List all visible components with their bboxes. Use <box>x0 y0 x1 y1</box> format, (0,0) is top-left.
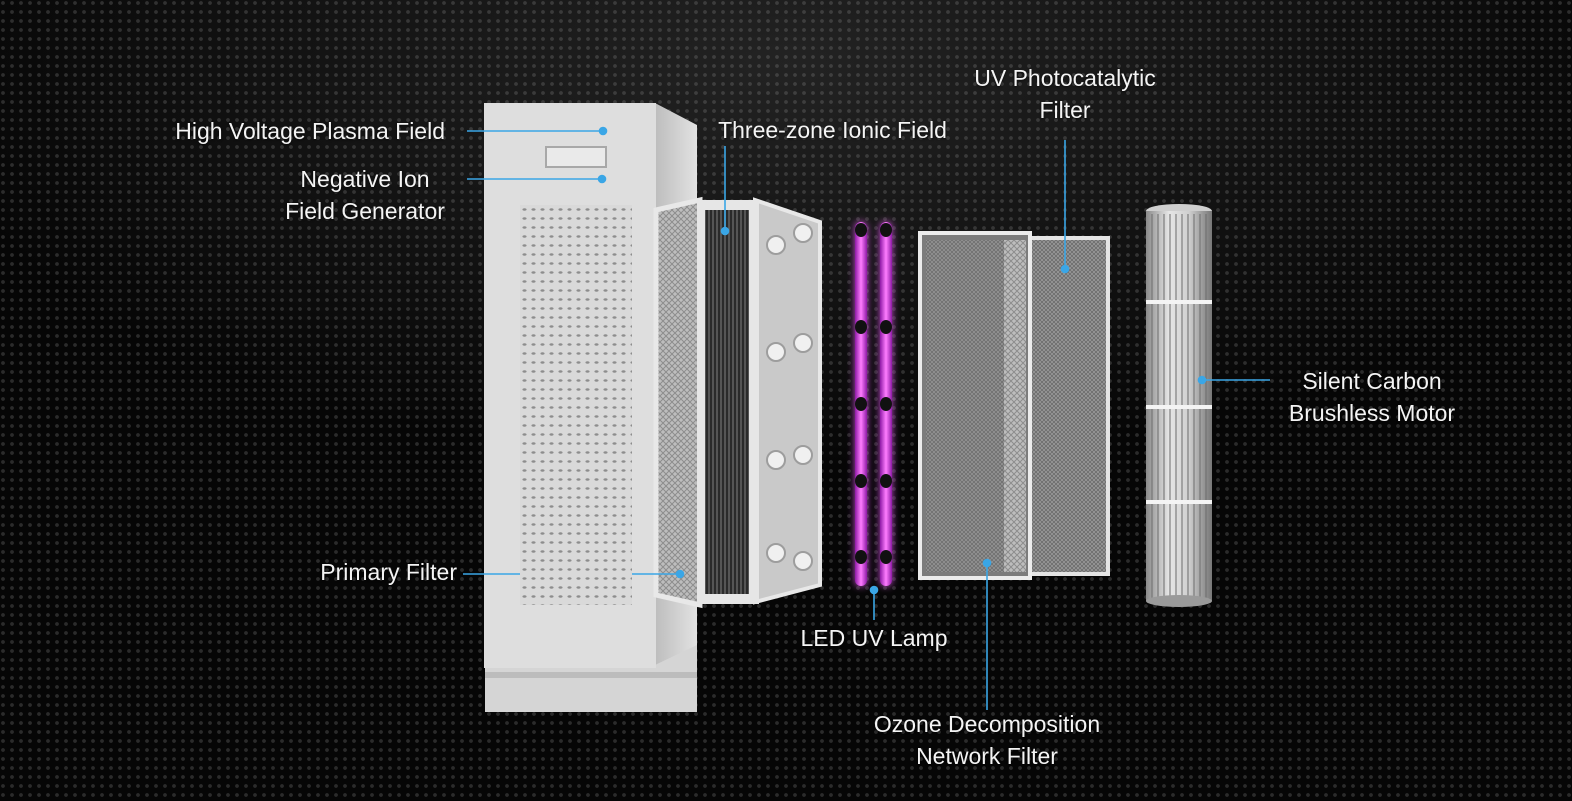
label-high-voltage-text: High Voltage Plasma Field <box>175 118 445 144</box>
label-three-zone-text: Three-zone Ionic Field <box>718 117 947 143</box>
label-primary-filter-text: Primary Filter <box>320 559 457 585</box>
label-ozone-decomposition-network-filter: Ozone Decomposition Network Filter <box>857 708 1117 772</box>
callout-lines <box>463 126 1270 710</box>
label-led-uv-lamp: LED UV Lamp <box>774 622 974 654</box>
label-silent-carbon-brushless-motor: Silent Carbon Brushless Motor <box>1272 365 1472 429</box>
label-uv-photocatalytic-filter: UV Photocatalytic Filter <box>955 62 1175 126</box>
label-silent-motor-line2: Brushless Motor <box>1288 400 1456 426</box>
label-high-voltage-plasma-field: High Voltage Plasma Field <box>130 115 445 147</box>
label-negative-ion-field-generator: Negative Ion Field Generator <box>270 163 460 227</box>
brushless-motor <box>1146 204 1212 607</box>
display-window <box>545 146 607 168</box>
ozone-filter-panel <box>918 231 1032 580</box>
label-ozone-line1: Ozone Decomposition <box>873 711 1101 737</box>
ionic-field-module <box>697 197 822 605</box>
label-ozone-line2: Network Filter <box>916 743 1058 769</box>
label-uv-photo-line2: Filter <box>1039 97 1091 123</box>
label-negative-ion-line2: Field Generator <box>285 198 445 224</box>
label-negative-ion-line1: Negative Ion <box>300 166 430 192</box>
label-led-uv-lamp-text: LED UV Lamp <box>800 625 948 651</box>
uv-photocatalytic-filter-panel <box>1026 236 1110 576</box>
label-uv-photo-line1: UV Photocatalytic <box>974 65 1156 91</box>
label-three-zone-ionic-field: Three-zone Ionic Field <box>705 114 960 146</box>
housing-vent-grille <box>520 205 632 605</box>
label-primary-filter: Primary Filter <box>275 556 457 588</box>
label-silent-motor-line1: Silent Carbon <box>1302 368 1442 394</box>
primary-filter-panel <box>653 196 703 609</box>
